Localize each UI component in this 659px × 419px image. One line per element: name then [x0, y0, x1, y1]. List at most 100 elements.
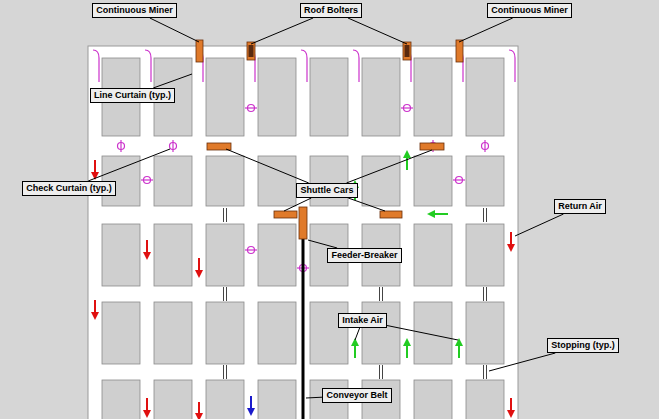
feeder-breaker [299, 207, 307, 239]
intake-arrow [406, 154, 408, 170]
callout-box: Continuous Miner [487, 3, 572, 18]
line-curtain [301, 50, 307, 82]
line-curtain [353, 50, 359, 82]
coal-pillar [154, 224, 192, 286]
leader-line [306, 397, 322, 399]
continuous-miner [456, 40, 463, 62]
check-curtain [401, 105, 413, 112]
roof-bolter [403, 42, 411, 60]
coal-pillar [414, 156, 452, 206]
callout-box: Stopping (typ.) [547, 338, 619, 353]
return-arrow [198, 258, 200, 274]
return-arrow [94, 300, 96, 316]
check-curtain [141, 177, 153, 184]
leader-line [489, 353, 555, 371]
leader-line [459, 18, 513, 42]
coal-pillar [414, 380, 452, 419]
return-arrow [198, 402, 200, 417]
coal-pillar [258, 224, 296, 286]
check-curtain [245, 105, 257, 112]
stopping [380, 365, 383, 379]
callout-label: Conveyor Belt [326, 390, 387, 401]
coal-pillar [310, 302, 348, 364]
continuous-miner [196, 40, 203, 62]
callout-box: Check Curtain (typ.) [22, 181, 116, 196]
leader-line [355, 328, 360, 340]
stopping [484, 365, 487, 379]
stopping [224, 365, 227, 379]
coal-pillar [206, 302, 244, 364]
check-curtain [170, 140, 177, 152]
intake-arrow [354, 342, 356, 358]
coal-pillar [466, 58, 504, 136]
callout-label: Check Curtain (typ.) [26, 183, 112, 194]
leader-line [284, 198, 311, 211]
line-curtains [93, 50, 515, 82]
leader-line [348, 198, 385, 211]
callout-label: Intake Air [342, 315, 383, 326]
airflow-arrows [95, 154, 511, 417]
callout-box: Conveyor Belt [322, 388, 392, 403]
leader-line [515, 214, 563, 236]
stopping [380, 287, 383, 301]
callout-label: Feeder-Breaker [331, 250, 397, 261]
callout-label: Continuous Miner [491, 5, 568, 16]
coal-pillar [414, 224, 452, 286]
check-curtain [482, 140, 489, 152]
callout-label: Stopping (typ.) [551, 340, 614, 351]
coal-pillar [206, 58, 244, 136]
return-arrow [146, 398, 148, 414]
shuttle-car [420, 143, 444, 150]
callout-label: Shuttle Cars [300, 185, 353, 196]
check-curtain [245, 247, 257, 254]
conveyor-belt [302, 238, 305, 419]
callout-label: Continuous Miner [96, 5, 173, 16]
stopping [484, 287, 487, 301]
coal-pillars [102, 58, 504, 419]
leader-line [251, 18, 313, 44]
callout-label: Roof Bolters [304, 5, 358, 16]
return-arrow [94, 160, 96, 176]
mine-workings [88, 46, 518, 419]
coal-pillar [362, 156, 400, 206]
shuttle-car [207, 143, 231, 150]
callout-box: Shuttle Cars [296, 183, 358, 198]
line-curtain [509, 50, 515, 82]
intake-arrow [406, 342, 408, 358]
coal-pillar [258, 302, 296, 364]
shuttle-car [274, 211, 297, 218]
coal-pillar [362, 58, 400, 136]
line-curtain [93, 50, 99, 82]
leader-line [308, 240, 337, 248]
leader-line [346, 150, 432, 183]
intake-arrow [458, 342, 460, 358]
callout-label: Line Curtain (typ.) [94, 90, 171, 101]
coal-pillar [258, 58, 296, 136]
coal-pillar [206, 156, 244, 206]
coal-pillar [414, 302, 452, 364]
coal-pillar [466, 380, 504, 419]
coal-pillar [154, 156, 192, 206]
coal-pillar [258, 156, 296, 206]
roof-bolter-cab [249, 45, 254, 57]
leader-line [153, 74, 192, 88]
shuttle-car [380, 211, 402, 218]
stopping [224, 287, 227, 301]
coal-pillar [310, 58, 348, 136]
coal-pillar [154, 302, 192, 364]
intake-arrow [431, 213, 448, 215]
coal-pillar [102, 224, 140, 286]
coal-pillar [206, 380, 244, 419]
callout-box: Feeder-Breaker [327, 248, 402, 263]
coal-pillar [310, 156, 348, 206]
coal-pillar [154, 380, 192, 419]
coal-pillar [466, 302, 504, 364]
callout-box: Line Curtain (typ.) [90, 88, 175, 103]
callout-box: Continuous Miner [92, 3, 177, 18]
coal-pillar [466, 224, 504, 286]
coal-pillar [414, 58, 452, 136]
stopping [224, 208, 227, 222]
callout-label: Return Air [558, 201, 602, 212]
leader-line [387, 326, 458, 340]
